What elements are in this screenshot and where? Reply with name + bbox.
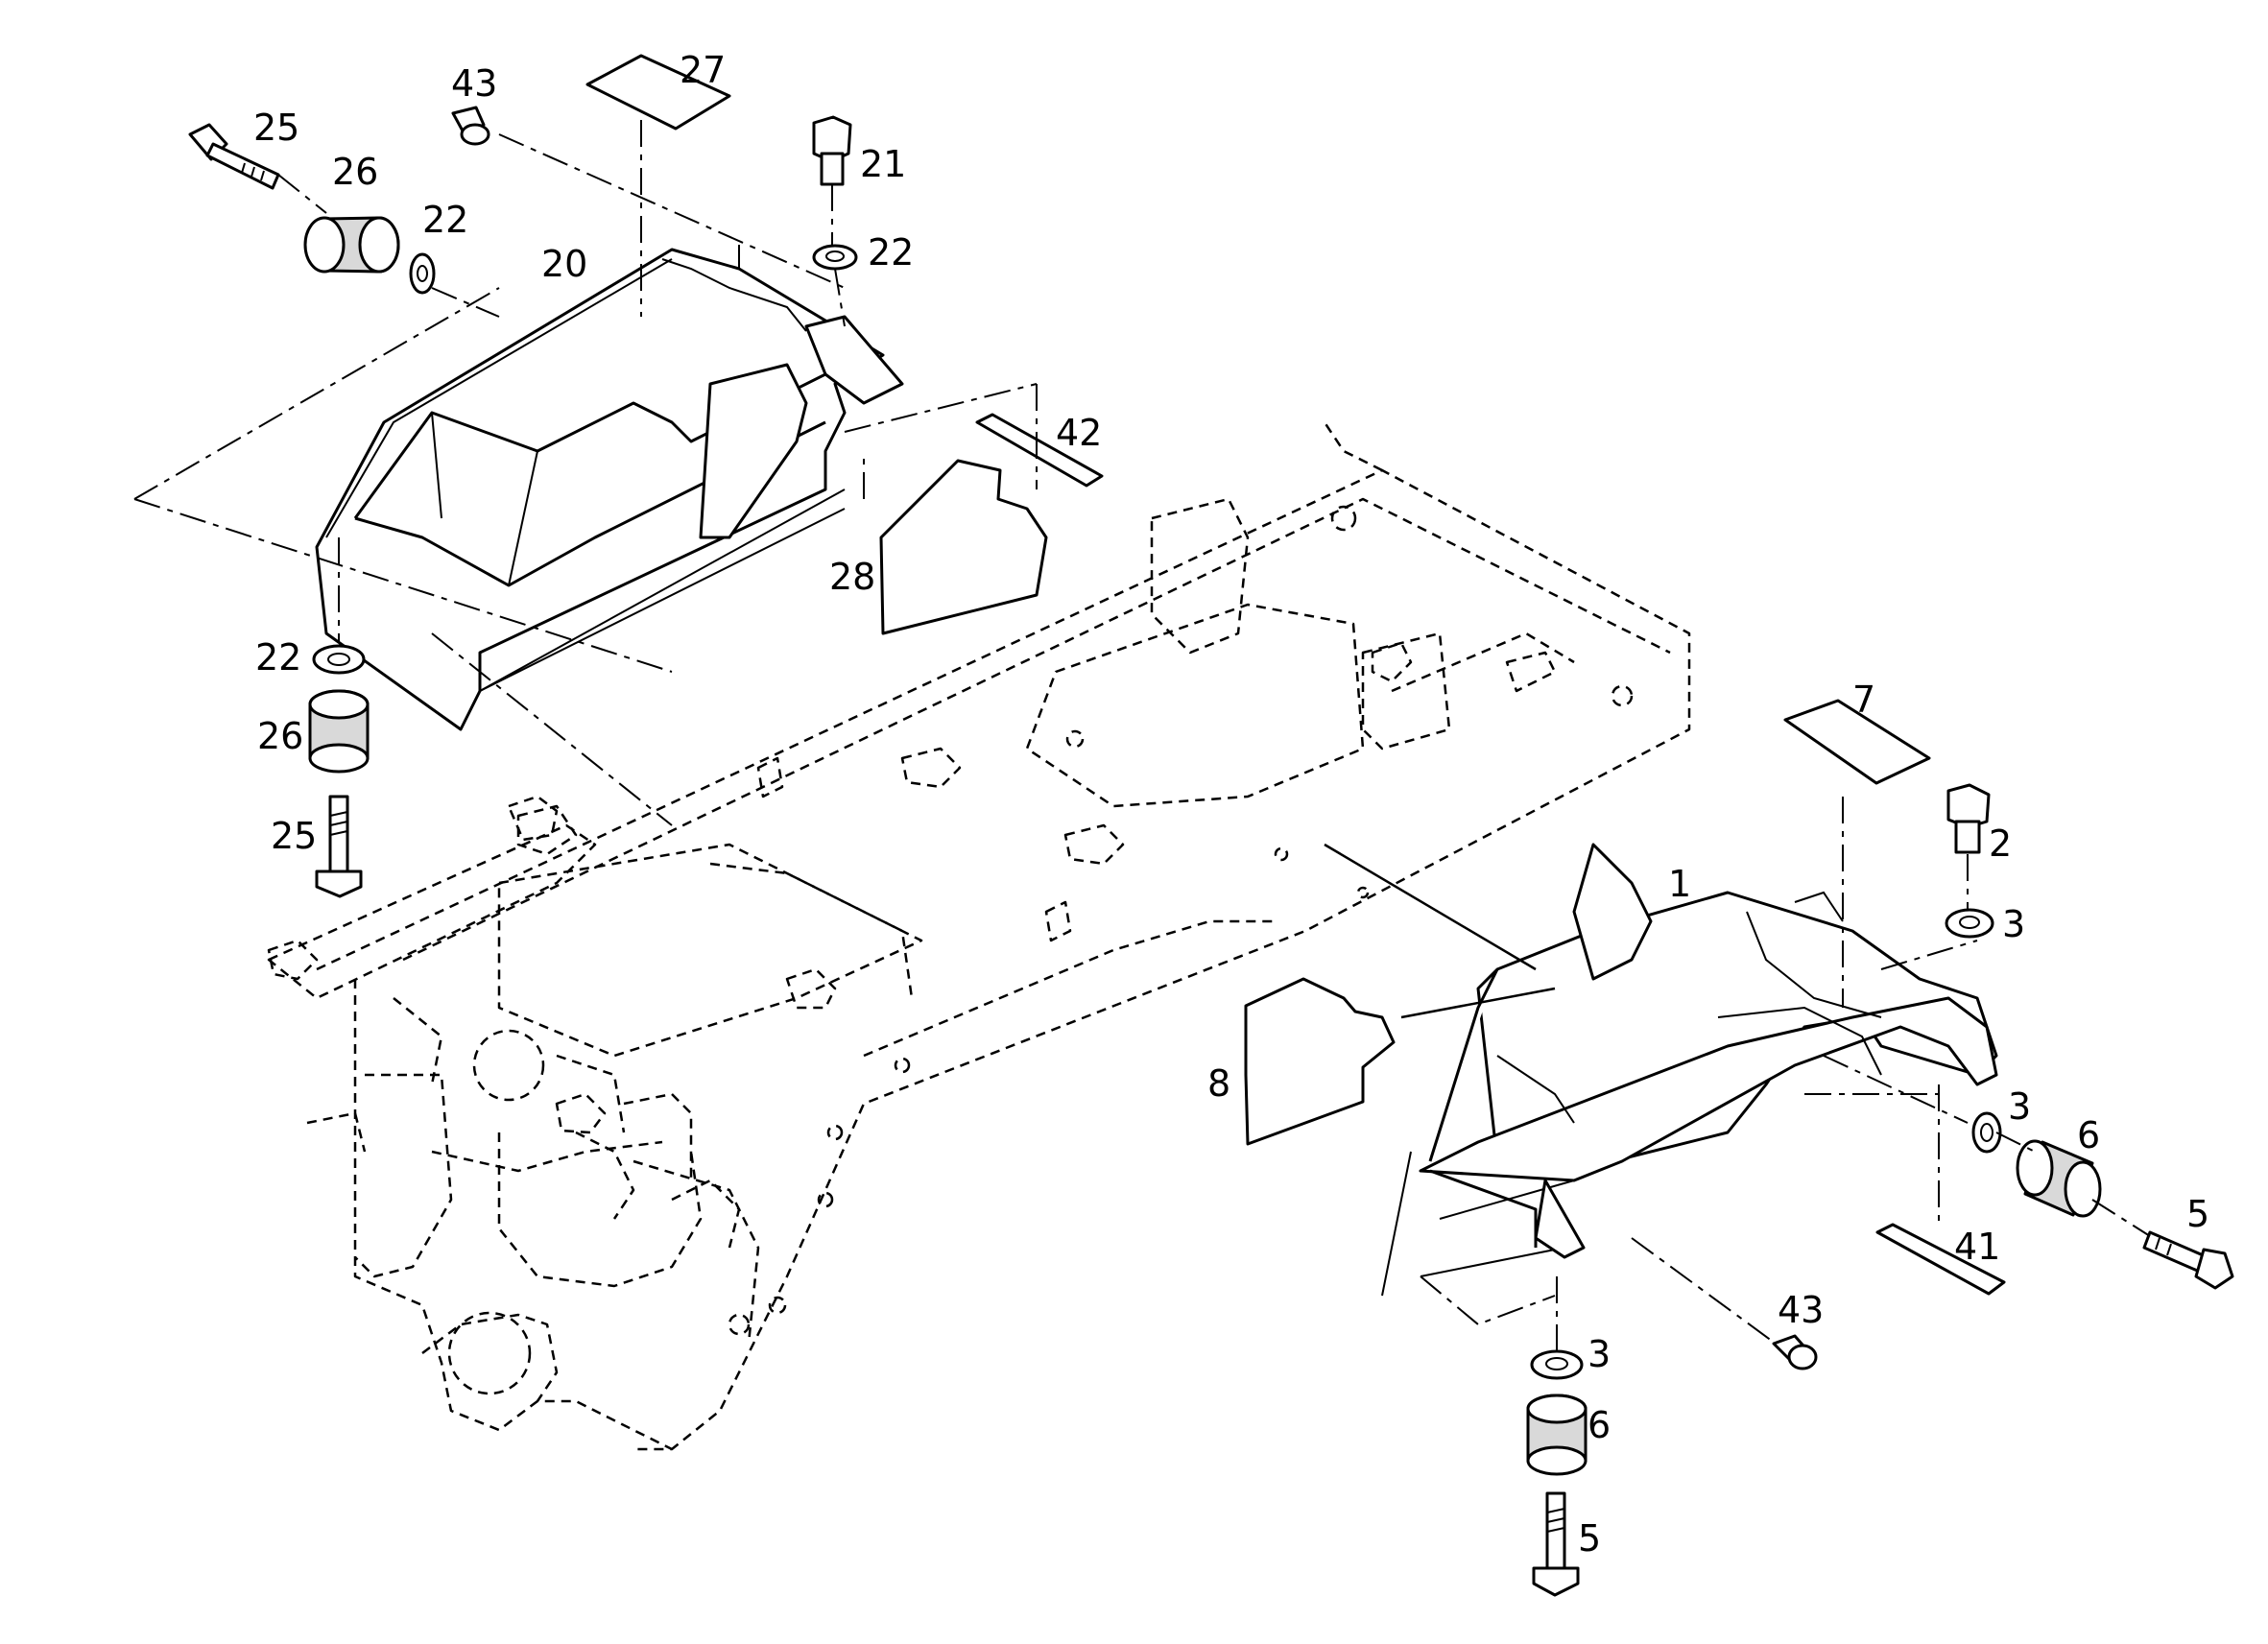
callout-25: 25 <box>253 107 299 149</box>
label-7 <box>1783 699 1931 785</box>
shim-41 <box>1875 1223 2006 1296</box>
callout-41: 41 <box>1954 1226 2000 1268</box>
callout-3: 3 <box>2002 903 2025 945</box>
callout-22: 22 <box>255 636 301 679</box>
callout-2: 2 <box>1989 822 2012 865</box>
callout-8: 8 <box>1207 1062 1230 1105</box>
left-cover-assembly <box>315 248 904 731</box>
callout-26: 26 <box>257 715 303 757</box>
callout-7: 7 <box>1852 679 1875 721</box>
callout-5: 5 <box>2186 1193 2209 1235</box>
callout-27: 27 <box>680 49 726 91</box>
callout-1: 1 <box>1668 863 1691 905</box>
callout-3: 3 <box>2008 1085 2031 1128</box>
callout-6: 6 <box>1588 1404 1611 1446</box>
callout-20: 20 <box>541 243 587 285</box>
leader-lines <box>133 120 2151 1351</box>
callout-43: 43 <box>1778 1289 1824 1331</box>
callout-22: 22 <box>868 231 914 274</box>
callout-28: 28 <box>829 556 875 598</box>
chassis-frame <box>267 421 1691 1451</box>
left-hardware <box>188 54 1104 898</box>
callout-labels: 1 2 3 3 3 5 5 6 6 7 8 20 21 22 22 22 25 … <box>253 49 2209 1560</box>
right-cover-assembly <box>1381 843 1998 1297</box>
callout-5: 5 <box>1578 1517 1601 1560</box>
callout-43: 43 <box>451 62 497 105</box>
callout-42: 42 <box>1056 412 1102 454</box>
callout-26: 26 <box>332 151 378 193</box>
callout-21: 21 <box>860 143 906 185</box>
callout-3: 3 <box>1588 1333 1611 1375</box>
pad-8 <box>1244 977 1396 1146</box>
callout-25: 25 <box>271 815 317 857</box>
callout-6: 6 <box>2077 1114 2100 1156</box>
right-hardware <box>1526 783 2234 1597</box>
callout-22: 22 <box>422 199 468 241</box>
